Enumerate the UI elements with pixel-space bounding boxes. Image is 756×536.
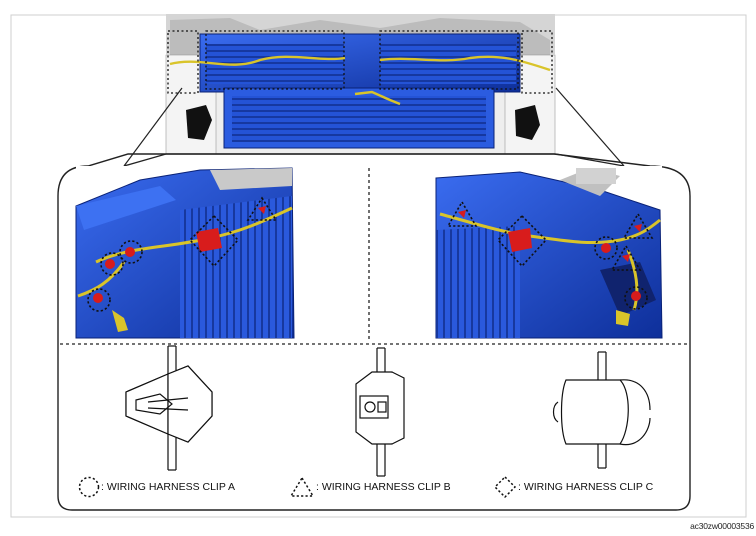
left-detail-view	[75, 166, 296, 339]
figure-reference-code: ac30zw00003536	[690, 521, 754, 531]
legend-clip-a-symbol	[78, 476, 100, 498]
leader-line-right	[555, 87, 625, 167]
clip-b-marker-right-3	[610, 244, 642, 271]
clip-b-marker-right-1	[446, 200, 478, 227]
clip-a-marker-right-1	[594, 236, 618, 260]
clip-a-marker-left-1	[100, 252, 124, 276]
clip-a-drawing	[125, 345, 213, 471]
clip-b-marker-left	[246, 196, 278, 221]
leader-line-left	[123, 87, 183, 167]
clip-b-drawing	[355, 347, 405, 477]
legend-clip-c-label: : WIRING HARNESS CLIP C	[518, 481, 654, 493]
clip-c-marker-left	[188, 214, 240, 268]
clip-c-drawing	[552, 351, 651, 469]
right-detail-view	[435, 166, 663, 339]
clip-a-marker-left-2	[119, 240, 143, 264]
legend-clip-b-label: : WIRING HARNESS CLIP B	[316, 481, 451, 493]
overview-illustration	[165, 14, 556, 155]
clip-a-marker-left-3	[87, 288, 111, 312]
legend-clip-b-symbol	[289, 476, 315, 497]
clip-c-marker-right	[496, 214, 548, 268]
clip-b-marker-right-2	[622, 212, 654, 239]
legend-clip-a-label: : WIRING HARNESS CLIP A	[101, 481, 236, 493]
clip-a-marker-right-2	[624, 286, 648, 310]
legend-clip-c-symbol	[493, 475, 517, 499]
